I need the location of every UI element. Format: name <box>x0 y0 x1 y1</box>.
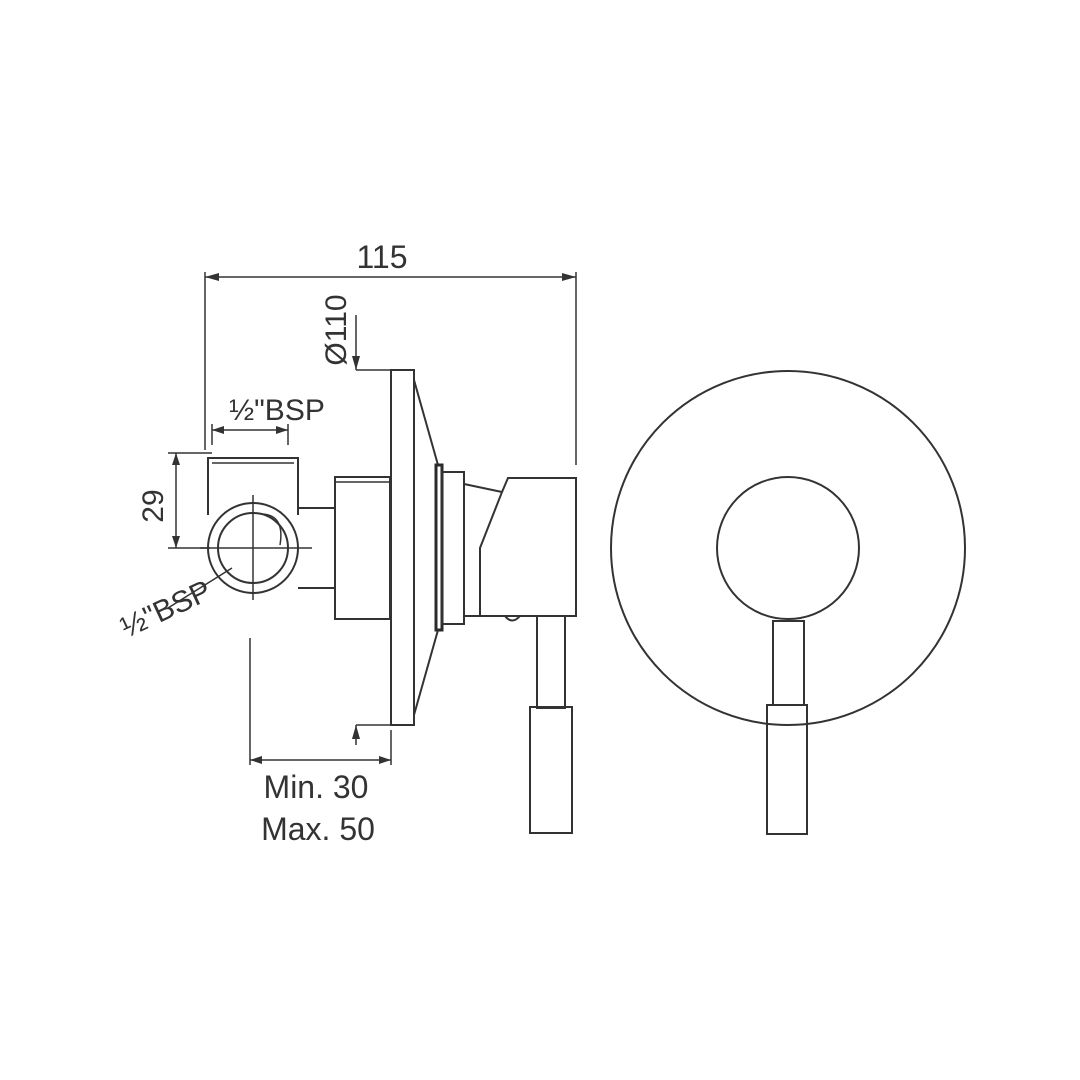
plate-boss <box>441 471 465 625</box>
front-view <box>610 370 966 835</box>
side-view-valve <box>200 457 391 620</box>
inlet-side-label: ½"BSP <box>116 574 217 644</box>
front-plate-circle <box>610 370 966 726</box>
front-handle-circle <box>716 476 860 620</box>
inlet-height-label: 29 <box>137 489 170 522</box>
lever-grip <box>529 706 573 834</box>
dim-overall-width: 115 <box>204 239 577 465</box>
valve-body <box>334 476 391 620</box>
dim-inlet-side: ½"BSP <box>116 567 233 645</box>
dim-inlet-height: 29 <box>137 452 212 549</box>
inlet-top-label: ½"BSP <box>229 394 325 427</box>
overall-width-label: 115 <box>356 239 407 275</box>
dim-plate-diameter: Ø110 <box>320 294 390 745</box>
inlet-block <box>207 457 299 515</box>
cover-plate <box>390 369 415 726</box>
depth-max-label: Max. 50 <box>261 811 375 847</box>
handle-body <box>480 477 577 617</box>
depth-min-label: Min. 30 <box>264 769 369 805</box>
lever-stem <box>536 615 566 709</box>
dim-depth: Min. 30 Max. 50 <box>249 638 392 847</box>
side-view-handle <box>463 477 577 834</box>
plate-diameter-label: Ø110 <box>320 294 353 365</box>
handle-collar <box>463 483 504 617</box>
front-lever-grip <box>766 704 808 835</box>
dim-inlet-top: ½"BSP <box>211 394 325 445</box>
side-view-plate <box>390 369 465 726</box>
front-lever-stem <box>772 620 805 705</box>
